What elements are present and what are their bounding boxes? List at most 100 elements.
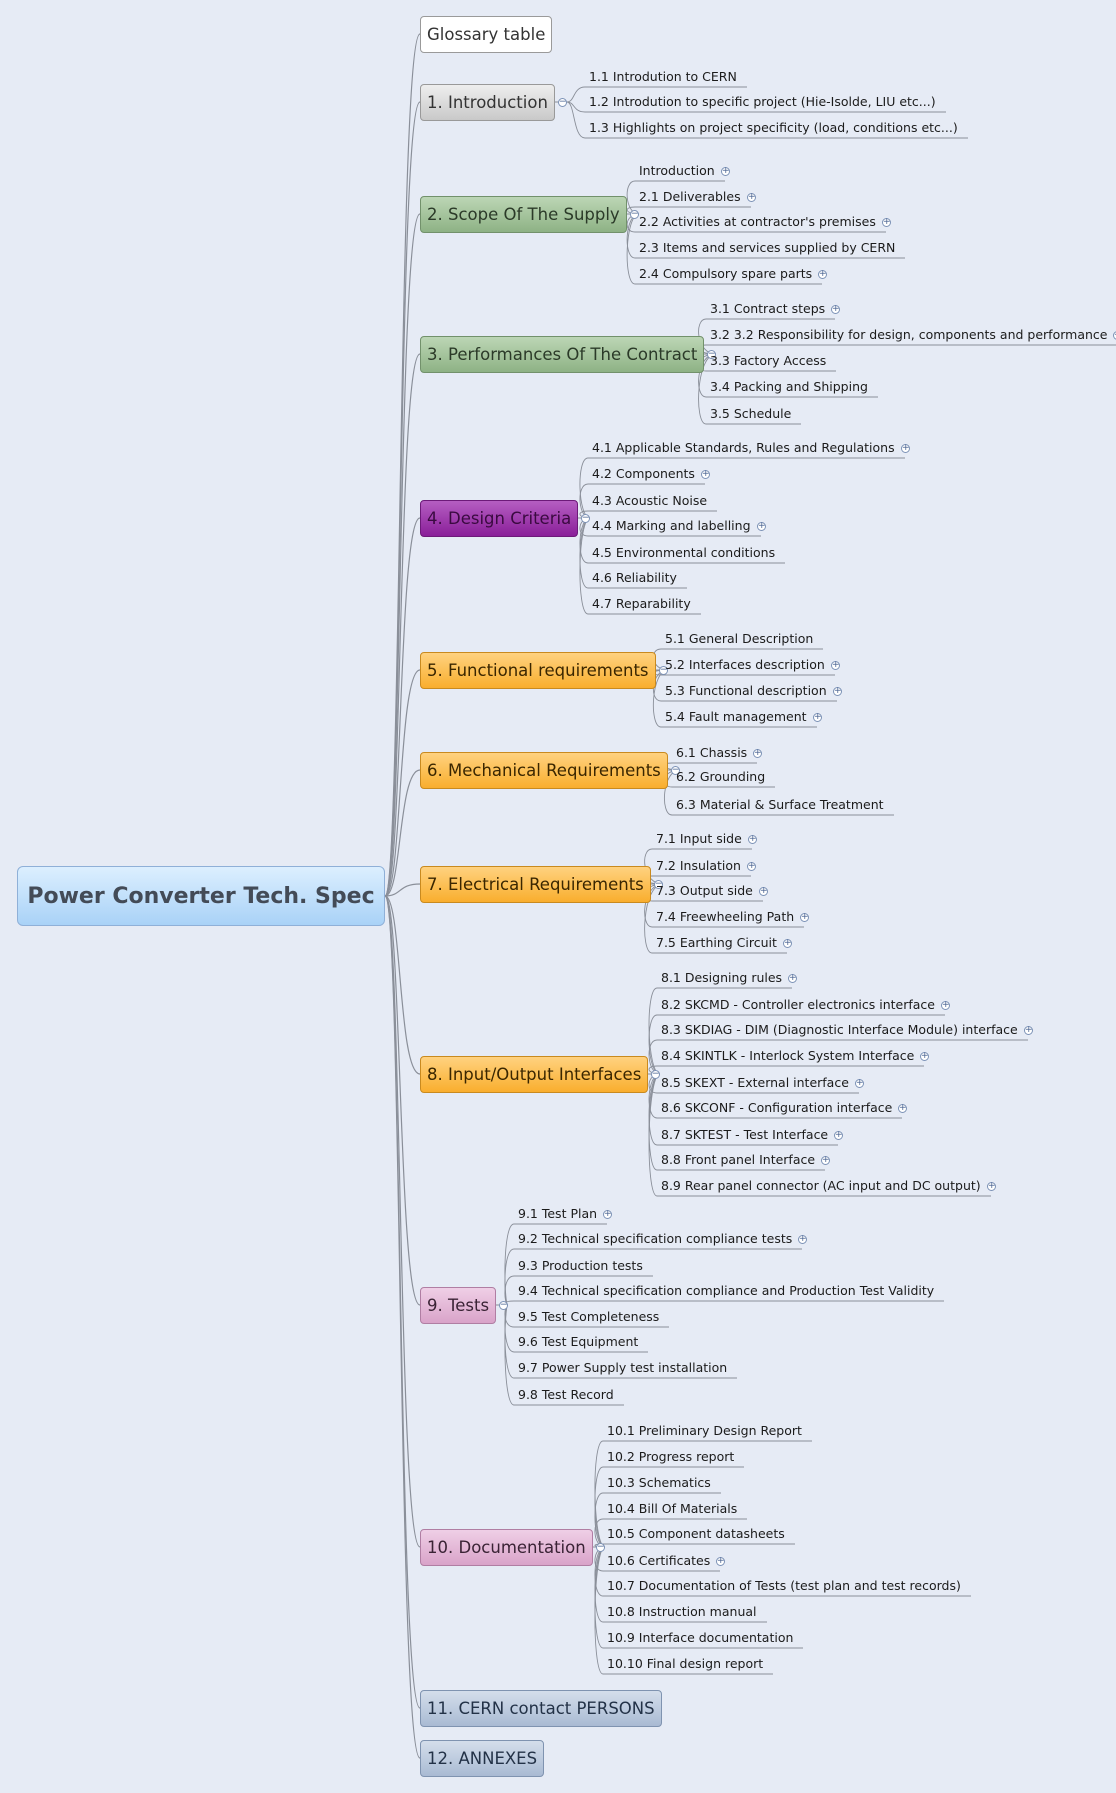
subtopic-item[interactable]: 5.4 Fault management xyxy=(661,709,811,725)
subtopic-item[interactable]: 8.8 Front panel Interface xyxy=(657,1152,819,1168)
subtopic-item[interactable]: Introduction xyxy=(635,163,719,179)
subtopic-item[interactable]: 3.3 Factory Access xyxy=(706,353,830,369)
collapse-toggle-icon[interactable]: − xyxy=(671,765,680,775)
expand-icon[interactable]: + xyxy=(834,1130,843,1140)
subtopic-item[interactable]: 10.10 Final design report xyxy=(603,1656,767,1672)
collapse-toggle-icon[interactable]: − xyxy=(499,1300,508,1310)
expand-icon[interactable]: + xyxy=(987,1181,996,1191)
subtopic-item[interactable]: 10.2 Progress report xyxy=(603,1449,738,1465)
topic-4-design-criteria[interactable]: 4. Design Criteria xyxy=(420,500,579,537)
collapse-toggle-icon[interactable]: − xyxy=(596,1542,605,1552)
subtopic-item[interactable]: 8.2 SKCMD - Controller electronics inter… xyxy=(657,997,939,1013)
subtopic-item[interactable]: 7.3 Output side xyxy=(652,883,757,899)
expand-icon[interactable]: + xyxy=(800,912,809,922)
expand-icon[interactable]: + xyxy=(831,660,840,670)
subtopic-item[interactable]: 8.4 SKINTLK - Interlock System Interface xyxy=(657,1048,918,1064)
expand-icon[interactable]: + xyxy=(721,166,730,176)
expand-icon[interactable]: + xyxy=(759,886,768,896)
topic-11-cern-contact-persons[interactable]: 11. CERN contact PERSONS xyxy=(420,1690,662,1727)
subtopic-item[interactable]: 8.9 Rear panel connector (AC input and D… xyxy=(657,1178,985,1194)
subtopic-item[interactable]: 5.1 General Description xyxy=(661,631,817,647)
subtopic-item[interactable]: 6.1 Chassis xyxy=(672,745,751,761)
subtopic-item[interactable]: 8.1 Designing rules xyxy=(657,970,786,986)
expand-icon[interactable]: + xyxy=(898,1103,907,1113)
subtopic-item[interactable]: 5.2 Interfaces description xyxy=(661,657,829,673)
expand-icon[interactable]: + xyxy=(1113,331,1116,340)
expand-icon[interactable]: + xyxy=(747,861,756,871)
subtopic-item[interactable]: 3.5 Schedule xyxy=(706,406,795,422)
subtopic-item[interactable]: 10.6 Certificates xyxy=(603,1553,714,1569)
expand-icon[interactable]: + xyxy=(788,973,797,983)
subtopic-item[interactable]: 1.2 Introdution to specific project (Hie… xyxy=(585,94,940,110)
topic-1-introduction[interactable]: 1. Introduction xyxy=(420,84,555,121)
subtopic-item[interactable]: 10.1 Preliminary Design Report xyxy=(603,1423,806,1439)
subtopic-item[interactable]: 2.4 Compulsory spare parts xyxy=(635,266,816,282)
subtopic-item[interactable]: 4.3 Acoustic Noise xyxy=(588,493,711,509)
subtopic-item[interactable]: 9.3 Production tests xyxy=(514,1258,647,1274)
expand-icon[interactable]: + xyxy=(1024,1025,1033,1035)
subtopic-item[interactable]: 10.7 Documentation of Tests (test plan a… xyxy=(603,1578,965,1594)
subtopic-item[interactable]: 4.6 Reliability xyxy=(588,570,681,586)
topic-9-tests[interactable]: 9. Tests xyxy=(420,1287,497,1324)
subtopic-item[interactable]: 7.4 Freewheeling Path xyxy=(652,909,798,925)
subtopic-item[interactable]: 10.5 Component datasheets xyxy=(603,1526,789,1542)
expand-icon[interactable]: + xyxy=(821,1155,830,1165)
collapse-toggle-icon[interactable]: − xyxy=(581,513,590,523)
subtopic-item[interactable]: 9.2 Technical specification compliance t… xyxy=(514,1231,796,1247)
topic-12-annexes[interactable]: 12. ANNEXES xyxy=(420,1740,545,1777)
subtopic-item[interactable]: 10.8 Instruction manual xyxy=(603,1604,761,1620)
subtopic-item[interactable]: 9.7 Power Supply test installation xyxy=(514,1360,731,1376)
expand-icon[interactable]: + xyxy=(818,269,827,279)
subtopic-item[interactable]: 1.1 Introdution to CERN xyxy=(585,69,741,85)
subtopic-item[interactable]: 6.2 Grounding xyxy=(672,769,769,785)
expand-icon[interactable]: + xyxy=(920,1051,929,1061)
expand-icon[interactable]: + xyxy=(831,304,840,314)
subtopic-item[interactable]: 9.6 Test Equipment xyxy=(514,1334,642,1350)
subtopic-item[interactable]: 4.2 Components xyxy=(588,466,699,482)
central-topic[interactable]: Power Converter Tech. Spec xyxy=(17,866,385,926)
subtopic-item[interactable]: 10.3 Schematics xyxy=(603,1475,715,1491)
subtopic-item[interactable]: 8.3 SKDIAG - DIM (Diagnostic Interface M… xyxy=(657,1022,1022,1038)
subtopic-item[interactable]: 3.4 Packing and Shipping xyxy=(706,379,872,395)
subtopic-item[interactable]: 4.5 Environmental conditions xyxy=(588,545,779,561)
subtopic-item[interactable]: 9.4 Technical specification compliance a… xyxy=(514,1283,938,1299)
subtopic-item[interactable]: 10.4 Bill Of Materials xyxy=(603,1501,741,1517)
expand-icon[interactable]: + xyxy=(882,217,891,227)
expand-icon[interactable]: + xyxy=(783,938,792,948)
subtopic-item[interactable]: 7.2 Insulation xyxy=(652,858,745,874)
subtopic-item[interactable]: 8.5 SKEXT - External interface xyxy=(657,1075,853,1091)
topic-glossary-table[interactable]: Glossary table xyxy=(420,16,553,53)
expand-icon[interactable]: + xyxy=(753,748,762,758)
expand-icon[interactable]: + xyxy=(855,1078,864,1088)
subtopic-item[interactable]: 4.1 Applicable Standards, Rules and Regu… xyxy=(588,440,899,456)
topic-3-performances-of-the-contract[interactable]: 3. Performances Of The Contract xyxy=(420,336,705,373)
subtopic-item[interactable]: 10.9 Interface documentation xyxy=(603,1630,797,1646)
collapse-toggle-icon[interactable]: − xyxy=(707,349,716,359)
topic-8-input-output-interfaces[interactable]: 8. Input/Output Interfaces xyxy=(420,1056,649,1093)
expand-icon[interactable]: + xyxy=(901,443,910,453)
subtopic-item[interactable]: 2.1 Deliverables xyxy=(635,189,745,205)
subtopic-item[interactable]: 3.1 Contract steps xyxy=(706,301,829,317)
subtopic-item[interactable]: 7.5 Earthing Circuit xyxy=(652,935,781,951)
subtopic-item[interactable]: 8.7 SKTEST - Test Interface xyxy=(657,1127,832,1143)
topic-10-documentation[interactable]: 10. Documentation xyxy=(420,1529,593,1566)
collapse-toggle-icon[interactable]: − xyxy=(651,1069,660,1079)
expand-icon[interactable]: + xyxy=(833,686,842,696)
subtopic-item[interactable]: 6.3 Material & Surface Treatment xyxy=(672,797,888,813)
expand-icon[interactable]: + xyxy=(798,1234,807,1244)
collapse-toggle-icon[interactable]: − xyxy=(659,665,668,675)
expand-icon[interactable]: + xyxy=(813,712,822,722)
expand-icon[interactable]: + xyxy=(757,521,766,531)
collapse-toggle-icon[interactable]: − xyxy=(630,209,639,219)
expand-icon[interactable]: + xyxy=(701,469,710,479)
subtopic-item[interactable]: 9.1 Test Plan xyxy=(514,1206,601,1222)
subtopic-item[interactable]: 2.3 Items and services supplied by CERN xyxy=(635,240,899,256)
collapse-toggle-icon[interactable]: − xyxy=(654,879,663,889)
subtopic-item[interactable]: 9.8 Test Record xyxy=(514,1387,618,1403)
subtopic-item[interactable]: 1.3 Highlights on project specificity (l… xyxy=(585,120,962,136)
topic-2-scope-of-the-supply[interactable]: 2. Scope Of The Supply xyxy=(420,196,627,233)
subtopic-item[interactable]: 5.3 Functional description xyxy=(661,683,831,699)
collapse-toggle-icon[interactable]: − xyxy=(558,97,567,107)
topic-6-mechanical-requirements[interactable]: 6. Mechanical Requirements xyxy=(420,752,668,789)
expand-icon[interactable]: + xyxy=(716,1556,725,1566)
